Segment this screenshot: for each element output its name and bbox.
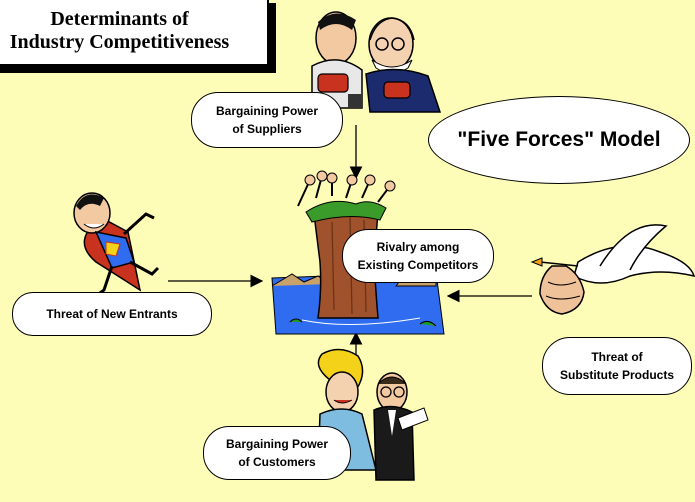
five-forces-model-label: "Five Forces" Model	[428, 96, 690, 184]
customers-line-1: Bargaining Power	[225, 437, 329, 451]
substitutes-line-1: Threat of	[591, 350, 643, 364]
bubble-new-entrants: Threat of New Entrants	[12, 292, 212, 336]
bubble-suppliers: Bargaining Power of Suppliers	[191, 92, 343, 148]
rivalry-line-1: Rivalry among	[376, 240, 460, 254]
suppliers-line-2: of Suppliers	[232, 122, 302, 136]
title-line-2: Industry Competitiveness	[9, 31, 230, 53]
new-entrants-line-1: Threat of New Entrants	[46, 307, 178, 321]
rivalry-line-2: Existing Competitors	[357, 258, 479, 272]
title-box: Determinants of Industry Competitiveness	[0, 0, 269, 66]
new-entrants-illustration	[73, 192, 160, 298]
bubble-rivalry: Rivalry among Existing Competitors	[342, 229, 494, 283]
customers-line-2: of Customers	[238, 455, 316, 469]
title-line-1: Determinants of	[50, 8, 189, 30]
suppliers-line-1: Bargaining Power	[215, 104, 319, 118]
suppliers-illustration	[311, 11, 442, 113]
substitutes-illustration	[530, 224, 695, 315]
substitutes-line-2: Substitute Products	[559, 368, 674, 382]
bubble-substitutes: Threat of Substitute Products	[542, 337, 692, 395]
bubble-customers: Bargaining Power of Customers	[203, 426, 351, 480]
